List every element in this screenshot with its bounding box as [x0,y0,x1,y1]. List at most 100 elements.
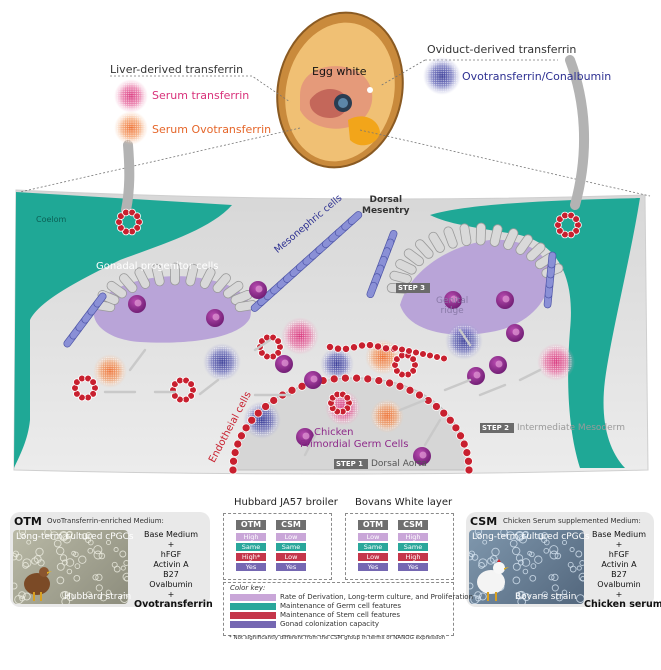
endothelial-cell [382,344,390,353]
cultured-cell [66,568,73,575]
hubbard-csm-cell: Same [276,543,306,551]
bovans-csm-header: CSM [398,520,428,530]
mesonephric-cell [366,281,378,299]
blood-vessel-cell [176,395,184,404]
color-key-swatch [230,612,276,619]
cultured-cell [44,530,52,536]
cultured-cell [61,597,71,604]
recipe-line: B27 [611,570,627,579]
hubbard-title: Hubbard JA57 broiler [234,497,338,508]
cultured-cell [73,551,79,558]
blood-vessel-cell [84,393,92,402]
blood-vessel-cell [567,230,575,239]
cultured-cell [22,562,29,569]
blood-vessel-cell [128,208,136,217]
endothelial-cell [342,344,350,353]
cultured-cell [85,532,93,540]
genital-ridge-epithelial-cell [459,223,472,247]
endothelial-cell [326,343,334,351]
blood-vessel-cell [78,374,86,383]
cultured-cell [95,584,103,592]
genital-ridge-epithelial-cell [415,239,434,259]
left-coelom-teal [14,192,232,468]
cultured-cell [71,550,77,556]
endothelial-cell [269,396,279,405]
mesonephric-cell [347,211,363,225]
cultured-cell [517,597,527,604]
aorta-serum-ovotransferrin-halo-texture [372,401,402,431]
pgc-nucleus [502,295,510,303]
endothelial-cell [230,448,240,457]
blood-vessel-cell [133,224,141,232]
cultured-cell [521,558,531,567]
endothelial-cell [329,374,339,384]
blood-vessel-cell [117,212,125,220]
cultured-cell [512,576,521,585]
ridge-transferrin-halo-texture [539,345,573,379]
otm-panel-tag: OTM [14,515,42,528]
migration-arrow [458,328,472,347]
endothelial-cell [241,423,251,433]
csm-panel-tag: CSM [470,515,498,528]
pgc-nucleus [495,360,503,368]
cultured-cell [59,531,69,541]
cultured-cell [474,530,483,536]
cultured-cell [119,550,127,558]
cultured-cell [561,589,568,596]
liver-derived-label: Liver-derived transferrin [110,63,244,76]
recipe-line: Base Medium [143,530,198,539]
endothelial-cell [464,465,474,475]
pgc-nucleus [473,371,481,379]
gonadal-epithelial-cell [106,280,127,299]
otm-highlight: Ovotransferrin [134,599,213,610]
cultured-cell [522,568,529,575]
cultured-cell [517,559,524,566]
intermediate-mesoderm-label: Intermediate Mesoderm [517,423,625,433]
cultured-cell [549,545,559,555]
cultured-cell [569,565,577,573]
blood-vessel-cell [409,367,417,375]
step3-tag-box [396,283,430,293]
csm-strain-label: Bovans strain [515,592,577,602]
endothelial-cell [464,456,473,466]
bovans-otm-cell: Low [358,533,388,541]
blood-vessel-cell [187,380,195,388]
cultured-cell [529,574,537,582]
cultured-cell [14,594,24,604]
blood-vessel-cell [187,392,195,400]
color-key-label: Maintenance of Germ cell features [280,602,401,610]
migration-arrow [518,368,542,382]
endothelial-cell [385,378,394,388]
cultured-cell [579,560,584,566]
otm-strain-label: Hubbard strain [64,592,132,602]
migration-arrow [253,338,272,352]
cultured-cell [475,595,482,602]
endothelial-cell [440,354,448,363]
pgc-nucleus [281,359,289,367]
cultured-cell [49,531,59,541]
serum-transferrin-label: Serum transferrin [152,89,250,102]
aorta-ovotransferrin-halo-texture [245,403,279,437]
hubbard-csm-header: CSM [276,520,306,530]
blood-vessel-cell [122,208,130,217]
csm-highlight: Chicken serum [584,599,661,610]
endothelial-cell [261,402,270,411]
hubbard-otm-cell: Same [236,543,266,551]
cultured-cell [15,553,23,561]
genital-ridge-epithelial-cell [475,222,487,246]
endothelial-cell [432,402,441,411]
cultured-cell [22,592,31,601]
endothelial-cell [366,341,374,350]
endothelial-cell [433,353,441,361]
endothelial-cell [358,341,366,350]
legend-serum-transferrin-halo-texture [116,81,146,111]
pgc-nucleus [134,299,142,307]
genital-ridge-epithelial-cell [428,231,445,253]
gonadal-epithelial-cell [185,263,199,287]
cultured-cell [521,531,529,538]
blood-vessel-cell [393,355,401,363]
endothelial-cell [419,350,427,358]
cultured-cell [85,591,92,598]
